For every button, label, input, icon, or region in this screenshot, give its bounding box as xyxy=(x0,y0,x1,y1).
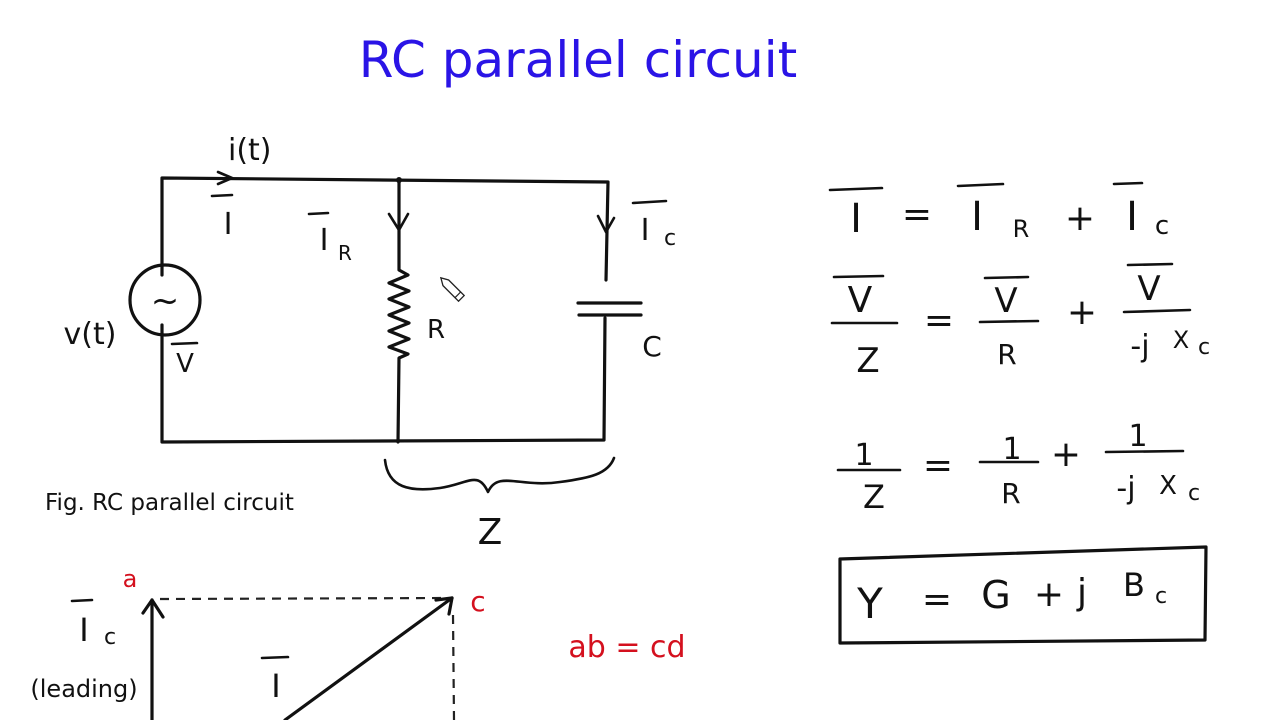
ic-arrowhead xyxy=(141,598,165,619)
boxed-equals: = xyxy=(922,579,952,620)
overbar xyxy=(210,193,234,198)
equation-kcl: I = I R + I c xyxy=(828,181,1169,243)
point-a-label: a xyxy=(123,565,138,593)
pencil-cursor-icon xyxy=(439,276,466,303)
admittance-symbol: Y xyxy=(856,579,883,628)
capacitor-label: C xyxy=(642,330,662,363)
overbar xyxy=(956,182,1005,188)
fraction-bar xyxy=(978,319,1040,324)
susceptance-symbol: B xyxy=(1123,566,1145,604)
eq1-term2-sub: c xyxy=(1155,211,1169,241)
boxed-plus: + xyxy=(1034,574,1064,615)
equation-voltage-form: V Z = V R + V -j X c xyxy=(830,262,1210,381)
i-phasor-label: I xyxy=(271,667,280,705)
eq2-term1-num: V xyxy=(994,281,1017,321)
eq1-term2: I xyxy=(1126,194,1138,240)
overbar xyxy=(260,655,290,660)
fraction-bar xyxy=(1122,308,1192,314)
eq3-term2-num: 1 xyxy=(1128,419,1147,454)
ac-source-icon xyxy=(128,263,202,337)
figure-caption: Fig. RC parallel circuit xyxy=(45,490,294,516)
eq2-plus: + xyxy=(1067,292,1097,333)
resistor-current-subscript: R xyxy=(338,241,352,265)
fraction-bar xyxy=(1104,449,1185,454)
overbar xyxy=(828,186,884,192)
eq2-lhs-den: Z xyxy=(856,341,879,381)
eq2-term2-den: -j xyxy=(1130,329,1149,364)
eq3-term1-num: 1 xyxy=(1002,432,1021,467)
eq1-equals: = xyxy=(902,194,932,235)
resistor-current-label: I xyxy=(320,223,329,258)
overbar xyxy=(631,199,668,205)
overbar xyxy=(70,598,94,603)
eq1-term1-sub: R xyxy=(1013,215,1030,243)
ab-equals-cd-note: ab = cd xyxy=(568,630,685,665)
eq3-equals: = xyxy=(923,445,953,486)
eq3-lhs-num: 1 xyxy=(854,438,873,473)
overbar xyxy=(307,211,330,216)
overbar xyxy=(170,341,199,346)
boxed-admittance-equation: Y = G + j B c xyxy=(838,545,1208,645)
capacitor-current-subscript: c xyxy=(664,226,676,251)
eq3-plus: + xyxy=(1051,434,1081,475)
eq2-term2-den-x: X xyxy=(1173,326,1189,354)
phasor-current-label: I xyxy=(224,207,233,242)
bottom-wire xyxy=(160,316,607,444)
circuit-diagram: ~ i(t) I I R R I c C v(t) V Z Fig. xyxy=(45,133,676,553)
eq3-term1-den: R xyxy=(1001,477,1020,510)
eq1-plus: + xyxy=(1065,198,1095,239)
i-arrowhead xyxy=(434,596,454,616)
equation-box xyxy=(838,545,1208,645)
leading-note: (leading) xyxy=(30,675,137,703)
current-direction-arrow xyxy=(216,170,234,186)
eq3-lhs-den: Z xyxy=(863,478,885,516)
phasor-diagram: a c I c (leading) I ab = cd xyxy=(30,565,686,720)
susceptance-subscript: c xyxy=(1155,584,1167,609)
eq2-term2-den-sub: c xyxy=(1198,335,1210,360)
eq3-term2-den-x: X xyxy=(1159,471,1177,501)
slide-title: RC parallel circuit xyxy=(359,31,797,89)
total-current-phasor-arrow xyxy=(283,596,454,720)
eq2-term1-den: R xyxy=(997,338,1016,371)
eq1-term1: I xyxy=(971,194,983,240)
sine-wave-icon: ~ xyxy=(151,281,180,321)
dashed-projection-horizontal xyxy=(159,596,449,601)
eq3-term2-den-sub: c xyxy=(1188,481,1200,506)
equation-impedance: 1 Z = 1 R + 1 -j X c xyxy=(836,419,1200,516)
conductance-symbol: G xyxy=(981,573,1010,617)
resistor-symbol xyxy=(387,178,411,444)
impedance-label: Z xyxy=(478,512,503,553)
overbar xyxy=(1126,262,1174,267)
impedance-brace xyxy=(383,456,616,494)
current-label: i(t) xyxy=(228,133,272,168)
eq2-equals: = xyxy=(924,300,954,341)
capacitor-current-arrow xyxy=(596,214,616,234)
eq2-lhs-num: V xyxy=(848,280,873,321)
point-c-label: c xyxy=(470,585,485,618)
source-phasor-label: V xyxy=(176,349,194,379)
dashed-projection-vertical xyxy=(451,614,456,720)
resistor-current-arrow xyxy=(387,212,410,232)
resistor-label: R xyxy=(427,315,445,345)
eq2-term2-num: V xyxy=(1137,269,1160,309)
overbar xyxy=(832,274,885,279)
ic-phasor-subscript: c xyxy=(104,625,116,650)
overbar xyxy=(1112,181,1144,186)
eq1-lhs: I xyxy=(850,196,862,242)
ic-phasor-label: I xyxy=(79,611,88,649)
eq3-term2-den: -j xyxy=(1116,471,1135,506)
source-voltage-label: v(t) xyxy=(64,317,117,352)
capacitor-current-label: I xyxy=(641,213,650,248)
overbar xyxy=(983,275,1030,280)
imaginary-unit: j xyxy=(1076,572,1087,613)
